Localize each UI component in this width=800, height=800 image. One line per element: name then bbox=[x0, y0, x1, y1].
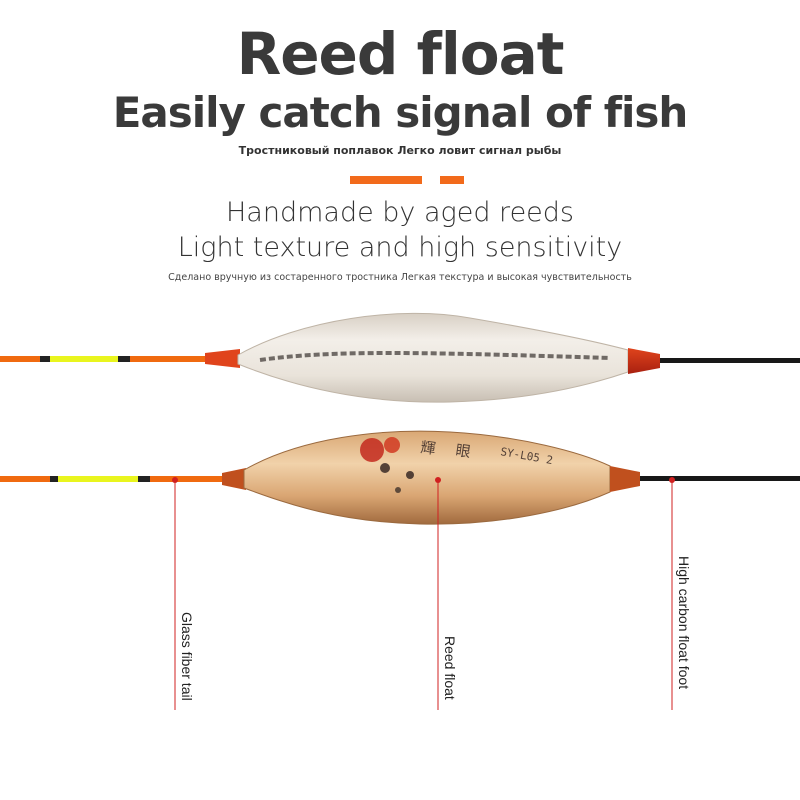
raw-float-cap bbox=[628, 348, 660, 374]
callout-glass-fiber-tail: Glass fiber tail bbox=[179, 612, 195, 701]
callout-reed-float: Reed float bbox=[442, 636, 458, 700]
subtitle-russian: Тростниковый поплавок Легко ловит сигнал… bbox=[238, 144, 562, 157]
raw-reed-float bbox=[0, 312, 800, 403]
accent-dash-short bbox=[440, 176, 464, 184]
finished-reed-float: 輝 眼 SY-L05 2 bbox=[0, 430, 800, 525]
tail-band-black bbox=[50, 476, 58, 482]
page-title: Reed float bbox=[236, 20, 565, 88]
page-subtitle: Easily catch signal of fish bbox=[112, 88, 689, 137]
tail-segment-orange bbox=[150, 476, 225, 482]
feature-line-2: Light texture and high sensitivity bbox=[177, 232, 623, 263]
feature-line-1: Handmade by aged reeds bbox=[226, 197, 574, 228]
tail-segment-yellow bbox=[58, 476, 138, 482]
callout-leaders bbox=[172, 477, 675, 710]
tail-band-black bbox=[40, 356, 50, 362]
float-cap bbox=[610, 466, 640, 492]
reed-joint bbox=[205, 349, 240, 368]
tail-band-black bbox=[118, 356, 130, 362]
float-foot-carbon bbox=[640, 476, 800, 481]
tail-band-black bbox=[138, 476, 150, 482]
tail-segment-orange bbox=[0, 356, 40, 362]
svg-text:眼: 眼 bbox=[454, 441, 471, 461]
accent-dash-long bbox=[350, 176, 422, 184]
feature-line-russian: Сделано вручную из состаренного тростник… bbox=[168, 272, 632, 283]
tail-segment-orange bbox=[130, 356, 205, 362]
reed-fiber-crack bbox=[259, 351, 611, 362]
svg-text:輝: 輝 bbox=[419, 438, 436, 458]
float-collar bbox=[222, 468, 246, 490]
float-foot-carbon bbox=[660, 358, 800, 363]
callout-high-carbon-foot: High carbon float foot bbox=[676, 556, 692, 690]
tail-segment-yellow bbox=[50, 356, 118, 362]
tail-segment-orange bbox=[0, 476, 50, 482]
